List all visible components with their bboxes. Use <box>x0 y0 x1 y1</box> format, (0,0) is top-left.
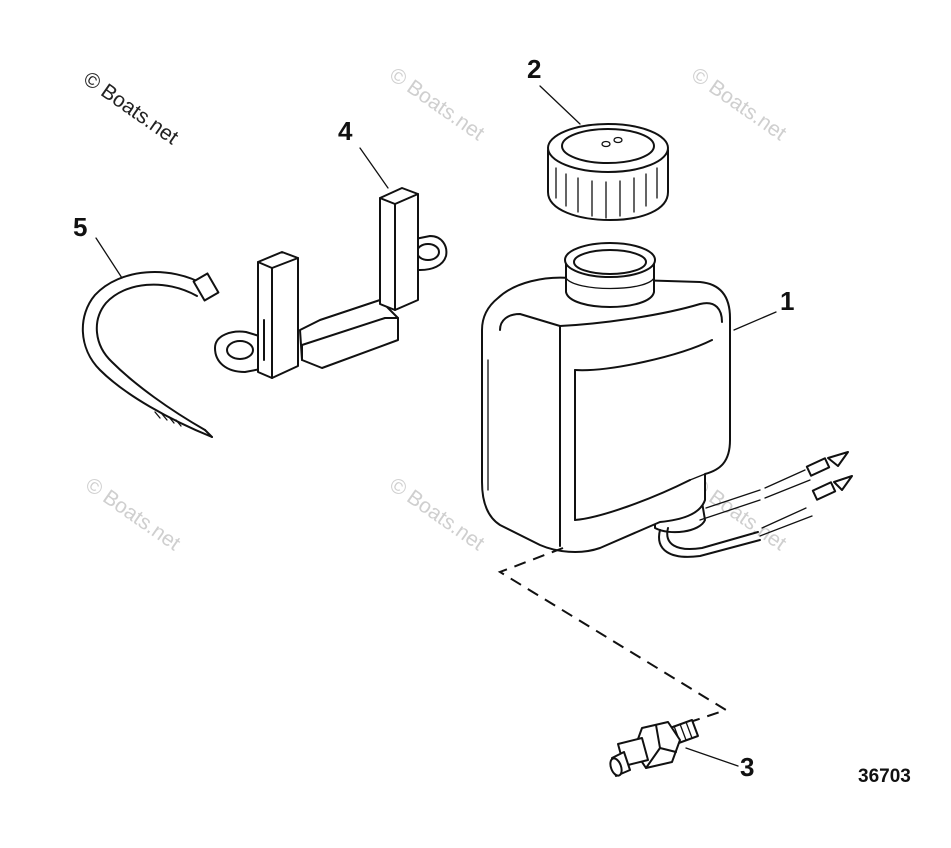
callout-2: 2 <box>527 54 541 84</box>
part-5-cable-tie <box>81 271 220 438</box>
watermark: © Boats.net <box>687 63 790 145</box>
part-1-reservoir <box>481 242 853 558</box>
watermark-top-left: © Boats.net <box>79 67 182 149</box>
figure-number: 36703 <box>858 766 911 787</box>
callout-5: 5 <box>73 212 87 242</box>
dashed-location-line <box>497 547 729 723</box>
watermark: © Boats.net <box>385 63 488 145</box>
callout-3: 3 <box>740 752 754 782</box>
part-3-fitting <box>609 719 699 777</box>
watermark: © Boats.net <box>81 473 184 555</box>
watermark: © Boats.net <box>385 473 488 555</box>
part-4-bracket <box>214 187 448 379</box>
callout-1: 1 <box>780 286 794 316</box>
part-2-cap <box>547 123 669 221</box>
callout-4: 4 <box>338 116 353 146</box>
leader-lines <box>95 85 777 767</box>
